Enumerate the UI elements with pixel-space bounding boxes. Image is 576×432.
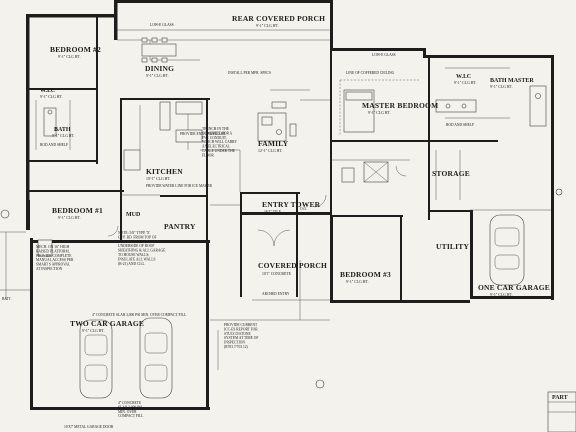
rear-covered-porch-label: REAR COVERED PORCH	[232, 14, 325, 23]
master-bedroom-label: MASTER BEDROOM	[362, 101, 438, 110]
provide-end-note: PROVIDE END CAB FILLER	[180, 132, 226, 136]
car-middle	[139, 317, 173, 399]
batt-label: BATT.	[2, 297, 12, 301]
entry-tower-label: ENTRY TOWER	[262, 200, 321, 209]
bath-left-label: BATH	[54, 127, 71, 133]
arched-entry-note: ARCHED ENTRY	[262, 292, 290, 296]
install-per-mfr-note: INSTALL PER MFR. SPECS	[228, 71, 271, 75]
master-bath-label: BATH MASTER	[490, 78, 534, 84]
wic-left-dims: 9'-1" CLG HT.	[40, 95, 63, 99]
conc-slab-left-note: 4" CONCRETE SLAB 3,000 PSI MIN. OVER COM…	[92, 313, 186, 318]
dining-label: DINING	[145, 64, 174, 73]
family-dims: 12'-1" CLG HT.	[258, 149, 282, 153]
one-car-garage-label: ONE CAR GARAGE	[478, 283, 550, 292]
provide-water-note: PROVIDE WATER LINE FOR ICE MAKER	[146, 184, 213, 188]
two-car-garage-label: TWO CAR GARAGE	[70, 319, 144, 328]
detail-linework	[0, 29, 576, 432]
utility-label: UTILITY	[436, 242, 469, 251]
wic-master-dims: 9'-1" CLG HT.	[454, 81, 477, 85]
entry-tower-dims: 16'1" TILE	[264, 210, 282, 214]
exterior-walls	[26, 0, 554, 410]
garage-door-note: 16'X7' METAL GARAGE DOOR	[64, 425, 114, 429]
dining-dims: 9'-1" CLG HT.	[146, 74, 169, 78]
bedroom1-dims: 9'-1" CLG HT.	[58, 216, 81, 220]
master-bath-dims: 9'-1" CLG HT.	[490, 85, 513, 89]
bedroom2-label: BEDROOM #2	[50, 45, 101, 54]
bedroom1-label: BEDROOM #1	[52, 206, 103, 215]
storage-label: STORAGE	[432, 169, 470, 178]
mud-label: MUD	[126, 212, 141, 218]
rod-shelf-master: ROD AND SHELF	[446, 123, 474, 127]
master-bedroom-dims: 9'-1" CLG HT.	[368, 111, 391, 115]
oo-mark: O.O.	[300, 207, 307, 211]
annotation-notes: LOW-E GLASS LOW-E GLASS INSTALL PER MFR.…	[2, 23, 474, 429]
covered-porch-label: COVERED PORCH	[258, 261, 327, 270]
bath-left-dims: 9'-1" CLG HT.	[52, 134, 75, 138]
sheet-tag: PART	[552, 395, 568, 401]
rear-covered-porch-dims: 9'-1" CLG HT.	[256, 24, 279, 28]
coffered-ceiling-note: LINE OF COFFERED CEILING	[346, 71, 395, 75]
car-left	[79, 319, 113, 399]
low-e-glass-note-2: LOW-E GLASS	[372, 53, 396, 57]
low-e-glass-note: LOW-E GLASS	[150, 23, 174, 27]
two-car-garage-dims: 9'-1" CLG HT.	[82, 329, 105, 333]
room-labels: REAR COVERED PORCH 9'-1" CLG HT. BEDROOM…	[40, 14, 550, 333]
bedroom2-dims: 9'-1" CLG HT.	[58, 55, 81, 59]
pantry-label: PANTRY	[164, 222, 196, 231]
bedroom3-label: BEDROOM #3	[340, 270, 391, 279]
car-right	[489, 214, 525, 286]
kitchen-label: KITCHEN	[146, 167, 183, 176]
wic-left-label: W.I.C	[40, 88, 55, 94]
family-label: FAMILY	[258, 139, 289, 148]
one-car-garage-dims: 9'-1" CLG HT.	[490, 293, 513, 297]
rod-shelf-left: ROD AND SHELF	[40, 143, 68, 147]
wic-master-label: W.I.C	[456, 74, 471, 80]
interior-walls	[26, 14, 498, 303]
covered-porch-dims: 10'1" CONCRETE	[262, 272, 292, 276]
bedroom3-dims: 9'-1" CLG HT.	[346, 280, 369, 284]
kitchen-dims: 10'-1" CLG HT.	[146, 177, 170, 181]
